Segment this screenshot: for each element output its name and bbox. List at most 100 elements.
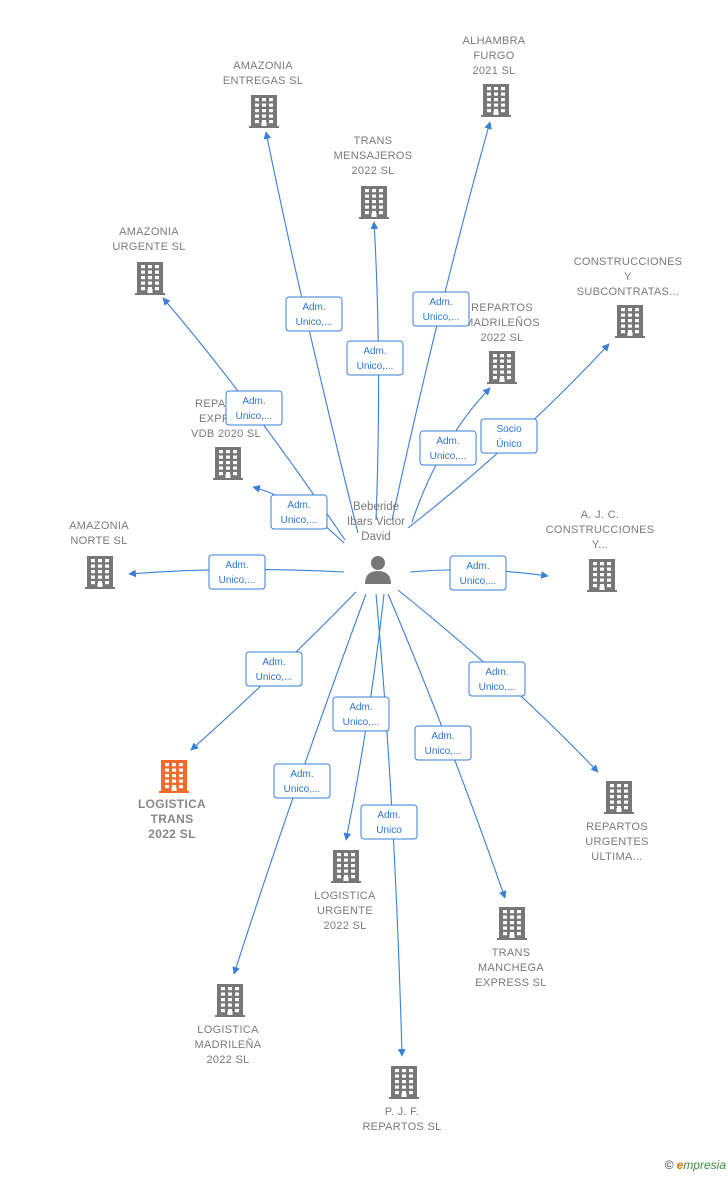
building-icon [359, 186, 389, 219]
edge-label-box [360, 804, 418, 840]
edge-label-logistica-madrilena[interactable]: Adm.Unico,... [273, 763, 331, 799]
edge-label-box [414, 725, 472, 761]
edge-label-line: Unico,... [357, 361, 394, 372]
company-node-ajc-construcciones[interactable]: A. J. C. CONSTRUCCIONES Y... [546, 509, 655, 592]
company-label-line: MADRILEÑA [195, 1038, 262, 1051]
company-label-line: REPARTOS SL [362, 1121, 441, 1133]
edge-label-line: Unico,... [460, 576, 497, 587]
company-label-line: TRANS [492, 947, 531, 959]
company-node-repartos-madrilenos[interactable]: REPARTOS MADRILEÑOS 2022 SL [464, 302, 540, 384]
company-label-line: ENTREGAS SL [223, 75, 303, 87]
edge-label-repartos-madrilenos[interactable]: Adm.Unico,... [419, 430, 477, 466]
person-label-line: Beberide [353, 501, 399, 513]
edge-label-logistica-trans[interactable]: Adm.Unico,... [245, 651, 303, 687]
company-node-repartos-urgentes[interactable]: REPARTOSURGENTESULTIMA... [585, 781, 649, 863]
edge-label-line: Unico,... [479, 682, 516, 693]
edge-label-repartos-urgentes[interactable]: Adm. Unico,... [468, 661, 526, 697]
edge-label-line: Adm. [429, 297, 452, 308]
edge-label-box [208, 554, 266, 590]
edge-label-trans-mensajeros[interactable]: Adm. Unico,... [346, 340, 404, 376]
company-label-line: REPARTOS [471, 302, 533, 314]
building-icon [135, 262, 165, 295]
edge-label-box [412, 291, 470, 327]
building-icon [159, 760, 189, 793]
edge-label-box [245, 651, 303, 687]
edge-label-pjf-repartos[interactable]: Adm.Unico [360, 804, 418, 840]
person-label-line: David [361, 531, 390, 543]
edge-label-line: Unico,... [425, 746, 462, 757]
edge-label-trans-manchega[interactable]: Adm. Unico,... [414, 725, 472, 761]
edge-label-box [468, 661, 526, 697]
company-label-line: MADRILEÑOS [464, 316, 540, 329]
company-label-line: CONSTRUCCIONES [546, 524, 655, 536]
company-label-line: Y... [592, 539, 608, 551]
company-label-line: 2022 SL [323, 920, 366, 932]
edge-label-line: Adm. [377, 810, 400, 821]
company-node-construcciones-subcontratas[interactable]: CONSTRUCCIONESYSUBCONTRATAS... [574, 256, 683, 338]
company-label-line: URGENTE SL [112, 241, 185, 253]
building-icon [497, 907, 527, 940]
edge-label-amazonia-urgente[interactable]: Adm.Unico,... [225, 390, 283, 426]
building-icon [213, 447, 243, 480]
company-node-pjf-repartos[interactable]: P. J. F.REPARTOS SL [362, 1066, 441, 1133]
building-icon [587, 559, 617, 592]
company-label-line: A. J. C. [581, 509, 619, 521]
edge-label-box [332, 696, 390, 732]
company-label-line: 2022 SL [206, 1054, 249, 1066]
building-icon [487, 351, 517, 384]
edge-label-amazonia-norte[interactable]: Adm.Unico,... [208, 554, 266, 590]
edge-label-line: Adm. [290, 769, 313, 780]
edge-label-line: Único [496, 437, 522, 450]
company-label-line: CONSTRUCCIONES [574, 256, 683, 268]
edge-label-box [449, 555, 507, 591]
company-label-line: LOGISTICA [314, 890, 376, 902]
edge-label-line: Unico,... [256, 672, 293, 683]
edge-label-box [285, 296, 343, 332]
company-label-line: FURGO [473, 50, 514, 62]
building-icon [615, 305, 645, 338]
edge-label-line: Adm. [431, 731, 454, 742]
company-label-line: VDB 2020 SL [191, 428, 261, 440]
company-label-line: MENSAJEROS [334, 150, 413, 162]
edge-label-box [273, 763, 331, 799]
edge-label-line: Adm. [225, 560, 248, 571]
company-label-line: TRANS [151, 812, 194, 826]
edge-label-repartos-express-vdb[interactable]: Adm.Unico,... [270, 494, 328, 530]
edge-label-line: Adm. [287, 500, 310, 511]
edge-labels-layer: Adm. Unico,... Adm. Unico,... Adm. Unico,... A… [208, 291, 538, 840]
edge-label-box [225, 390, 283, 426]
edge-label-ajc-construcciones[interactable]: Adm. Unico,... [449, 555, 507, 591]
company-label-line: 2022 SL [148, 827, 195, 841]
edge-label-line: Adm. [302, 302, 325, 313]
company-label-line: URGENTE [317, 905, 373, 917]
building-icon [249, 95, 279, 128]
company-node-amazonia-urgente[interactable]: AMAZONIA URGENTE SL [112, 226, 185, 295]
company-label-line: REPARTOS [586, 821, 648, 833]
edge-label-line: Unico,... [296, 317, 333, 328]
edge-label-line: Adm. [363, 346, 386, 357]
building-icon [389, 1066, 419, 1099]
building-icon [481, 84, 511, 117]
edge-label-box [480, 418, 538, 454]
edge-label-amazonia-entregas[interactable]: Adm. Unico,... [285, 296, 343, 332]
company-label-line: ALHAMBRA [463, 35, 526, 47]
company-label-line: 2022 SL [480, 332, 523, 344]
edge-amazonia-entregas [263, 131, 359, 534]
edge-label-logistica-urgente[interactable]: Adm.Unico,... [332, 696, 390, 732]
company-label-line: AMAZONIA [119, 226, 179, 238]
company-node-logistica-urgente[interactable]: LOGISTICA URGENTE 2022 SL [314, 850, 376, 932]
edge-label-line: Adm. [466, 561, 489, 572]
edge-label-alhambra-furgo[interactable]: Adm.Unico,... [412, 291, 470, 327]
edge-label-line: Adm. [485, 667, 508, 678]
